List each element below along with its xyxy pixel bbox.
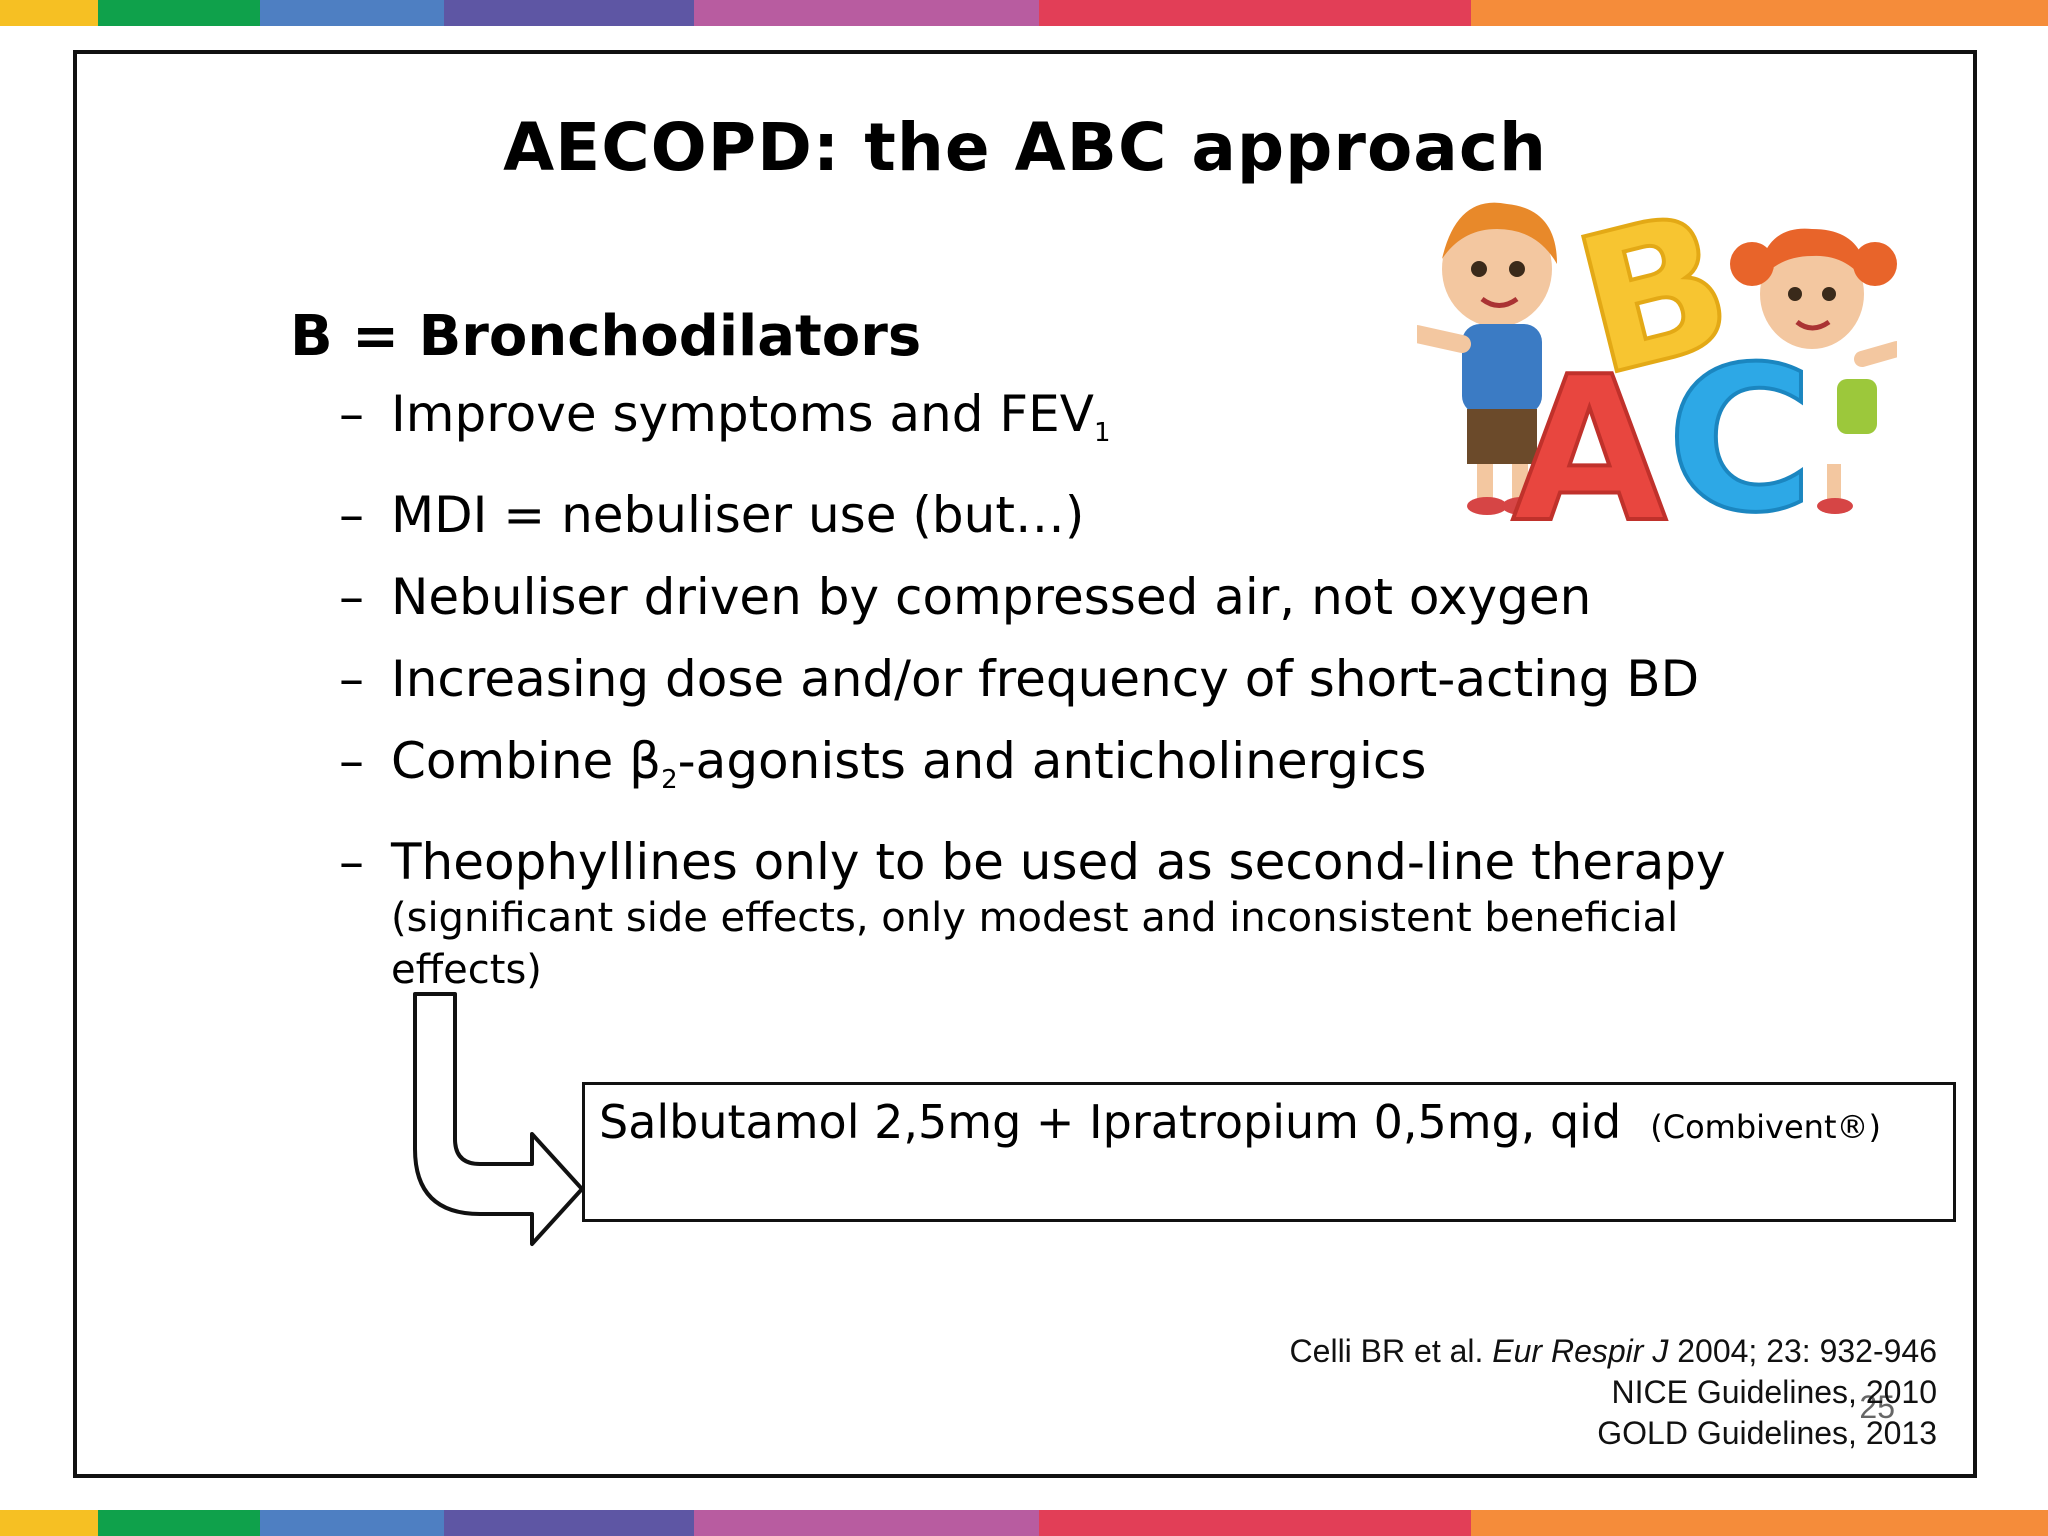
bullet-text: Theophyllines only to be used as second-… — [391, 833, 1726, 891]
bullet-dash: – — [339, 732, 364, 790]
bullet-dash: – — [339, 833, 364, 891]
boy-figure — [1417, 202, 1557, 515]
bullet-text: Nebuliser driven by compressed air, not … — [391, 568, 1592, 626]
list-item: – MDI = nebuliser use (but…) — [339, 485, 1839, 545]
bullet-dash: – — [339, 385, 364, 443]
list-item: – Combine β2-agonists and anticholinergi… — [339, 731, 1839, 810]
subscript: 2 — [661, 765, 678, 795]
bent-arrow-icon — [413, 992, 584, 1246]
bullet-dash: – — [339, 568, 364, 626]
bullet-text: Combine β — [391, 732, 662, 790]
list-item: – Increasing dose and/or frequency of sh… — [339, 649, 1839, 709]
bullet-dash: – — [339, 650, 364, 708]
section-heading: B = Bronchodilators — [290, 304, 922, 369]
top-color-stripe — [0, 0, 2048, 26]
reference-detail: 2004; 23: 932-946 — [1668, 1333, 1937, 1369]
reference-line: NICE Guidelines, 2010 — [1611, 1374, 1937, 1410]
subscript: 1 — [1093, 418, 1111, 448]
regimen-text: Salbutamol 2,5mg + Ipratropium 0,5mg, qi… — [599, 1095, 1622, 1149]
reference-line: Celli BR et al. Eur Respir J 2004; 23: 9… — [1290, 1331, 1937, 1372]
abc-kids-clipart: B A C — [1417, 174, 1897, 554]
bullet-text-continued: -agonists and anticholinergics — [677, 732, 1427, 790]
bullet-text: MDI = nebuliser use (but…) — [391, 486, 1085, 544]
references: Celli BR et al. Eur Respir J 2004; 23: 9… — [1290, 1331, 1937, 1454]
list-item: – Improve symptoms and FEV1 — [339, 384, 1839, 463]
slide: AECOPD: the ABC approach B — [73, 50, 1977, 1478]
bottom-color-stripe — [0, 1510, 2048, 1536]
bullet-list: – Improve symptoms and FEV1 – MDI = nebu… — [339, 384, 1839, 1018]
letter-a: A — [1512, 334, 1667, 554]
slide-title: AECOPD: the ABC approach — [503, 109, 1547, 186]
list-item: – Theophyllines only to be used as secon… — [339, 832, 1839, 996]
letter-c: C — [1667, 324, 1814, 554]
bullet-text: Increasing dose and/or frequency of shor… — [391, 650, 1700, 708]
girl-figure — [1730, 228, 1897, 514]
list-item: – Nebuliser driven by compressed air, no… — [339, 567, 1839, 627]
bullet-dash: – — [339, 486, 364, 544]
bullet-text: Improve symptoms and FEV — [391, 385, 1094, 443]
reference-author: Celli BR et al. — [1289, 1333, 1493, 1369]
regimen-box: Salbutamol 2,5mg + Ipratropium 0,5mg, qi… — [582, 1082, 1956, 1222]
bullet-note: (significant side effects, only modest a… — [391, 895, 1679, 993]
reference-journal: Eur Respir J — [1492, 1333, 1669, 1369]
brand-name: (Combivent®) — [1650, 1108, 1881, 1146]
reference-line: GOLD Guidelines, 2013 — [1597, 1415, 1937, 1451]
page-number: 25 — [1859, 1389, 1895, 1425]
